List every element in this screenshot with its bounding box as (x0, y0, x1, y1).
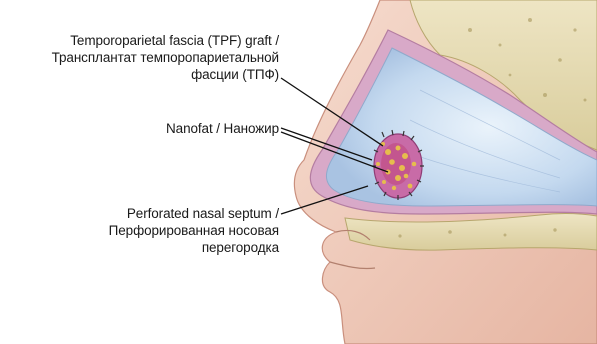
label-septum-line2: Перфорированная носовая (109, 222, 279, 239)
label-tpf-line2: Трансплантат темпоропариетальной (52, 49, 279, 66)
label-nanofat-line1: Nanofat / Наножир (166, 120, 279, 137)
label-septum-line3: перегородка (109, 239, 279, 256)
label-septum-line1: Perforated nasal septum / (109, 205, 279, 222)
label-perforated-septum: Perforated nasal septum / Перфорированна… (109, 205, 279, 256)
label-nanofat: Nanofat / Наножир (166, 120, 279, 137)
label-tpf-graft: Temporoparietal fascia (TPF) graft / Тра… (52, 32, 279, 83)
label-tpf-line3: фасции (ТПФ) (52, 66, 279, 83)
label-tpf-line1: Temporoparietal fascia (TPF) graft / (52, 32, 279, 49)
